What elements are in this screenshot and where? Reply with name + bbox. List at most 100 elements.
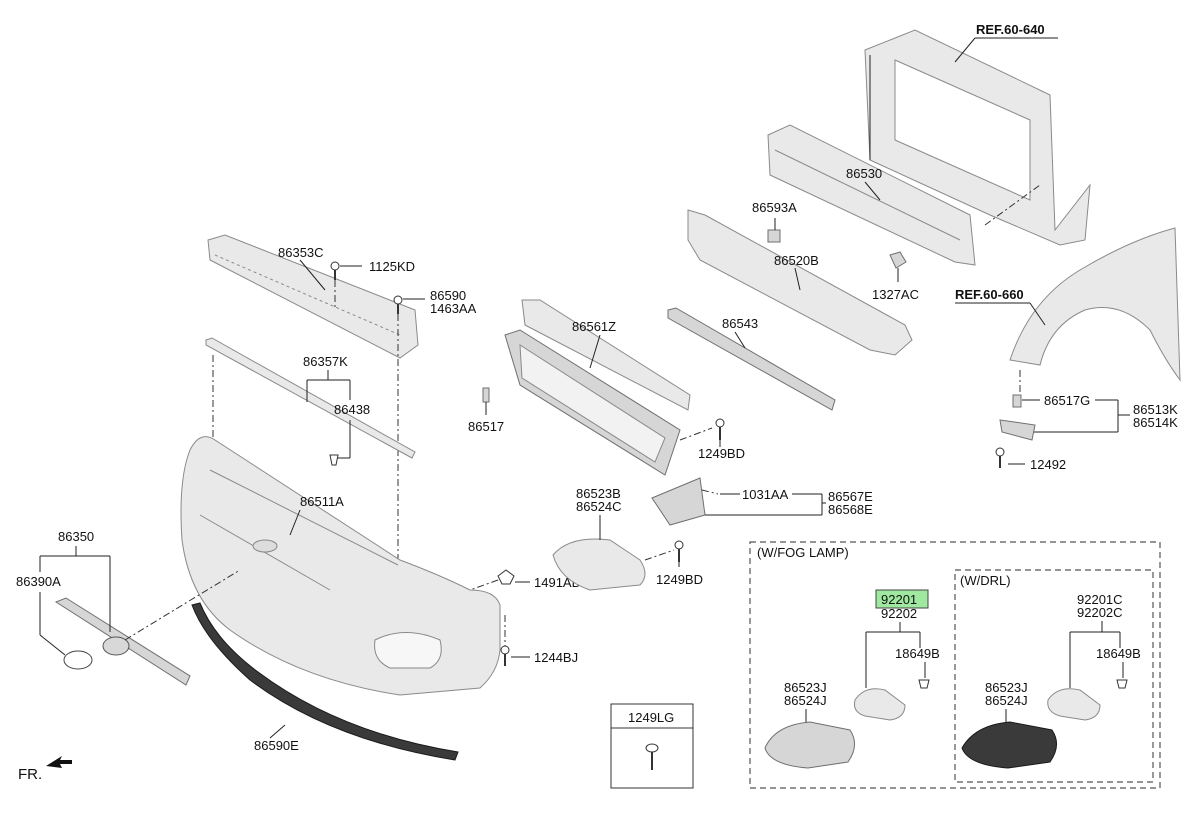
label-86353c: 86353C	[278, 245, 324, 260]
label-86530: 86530	[846, 166, 882, 181]
screw-1249lg-icon	[645, 743, 659, 770]
fender-part	[1009, 227, 1181, 382]
leader-86353c	[299, 259, 326, 291]
label-86523j-b: 86523J	[985, 680, 1028, 695]
front-direction-label: FR.	[18, 766, 42, 783]
label-86520b: 86520B	[774, 253, 819, 268]
radiator-support-part	[864, 29, 1091, 246]
bezel-86523j-b-part	[961, 721, 1057, 769]
clip-86517g-icon	[1012, 394, 1022, 408]
bracket-86513k-part	[999, 419, 1036, 441]
label-86390a: 86390A	[16, 574, 61, 589]
leader-86390a-b	[39, 634, 66, 656]
leader-86530	[864, 181, 881, 201]
label-86438: 86438	[334, 402, 370, 417]
lower-lip-86590e-part	[191, 602, 459, 761]
clip-86517-icon	[482, 387, 490, 403]
label-1031aa: 1031AA	[742, 487, 789, 502]
dash-1031aa	[701, 489, 719, 495]
label-92202c: 92202C	[1077, 605, 1123, 620]
bumper-beam-part	[767, 124, 976, 266]
screw-12492-icon	[995, 447, 1005, 468]
label-86513k: 86513K	[1133, 402, 1178, 417]
leader-86590e	[269, 724, 286, 739]
label-86523b: 86523B	[576, 486, 621, 501]
label-86523j-a: 86523J	[784, 680, 827, 695]
label-86568e: 86568E	[828, 502, 873, 517]
ref-60-660-label: REF.60-660	[955, 287, 1024, 302]
fog-lamp-title: (W/FOG LAMP)	[757, 545, 849, 560]
bolt-86590-icon	[393, 295, 403, 314]
drl-title: (W/DRL)	[960, 573, 1011, 588]
fog-lamp-frame	[749, 541, 1161, 789]
bulb-18649b-b-icon	[1116, 679, 1128, 689]
leader-86511a	[289, 509, 301, 536]
leader-86520b	[794, 267, 801, 291]
label-1249bd-lower: 1249BD	[656, 572, 703, 587]
bolt-1125kd-icon	[330, 261, 340, 280]
label-86590e: 86590E	[254, 738, 299, 753]
label-86524c: 86524C	[576, 499, 622, 514]
label-86524j-a: 86524J	[784, 693, 827, 708]
label-18649b-b: 18649B	[1096, 646, 1141, 661]
clip-86593a-icon	[767, 229, 781, 243]
screw-1244bj-icon	[500, 645, 510, 666]
label-86567e: 86567E	[828, 489, 873, 504]
label-1249lg: 1249LG	[628, 710, 674, 725]
label-86543: 86543	[722, 316, 758, 331]
dash-1249bd-lower	[644, 549, 675, 561]
label-86514k: 86514K	[1133, 415, 1178, 430]
energy-absorber-part	[687, 209, 913, 356]
drl-lamp-92201c-part	[1047, 688, 1101, 721]
upper-cover-86353c-part	[207, 234, 419, 359]
label-18649b-a: 18649B	[895, 646, 940, 661]
clip-86438-icon	[329, 454, 339, 466]
label-86524j-b: 86524J	[985, 693, 1028, 708]
clip-1491ad-icon	[497, 569, 515, 585]
bulb-18649b-a-icon	[918, 679, 930, 689]
label-1249bd-upper: 1249BD	[698, 446, 745, 461]
leader-ref-60660	[1029, 302, 1046, 326]
label-86517: 86517	[468, 419, 504, 434]
ref-60-640-label: REF.60-640	[976, 22, 1045, 37]
screw-1249bd-upper-icon	[715, 418, 725, 440]
label-86517g: 86517G	[1044, 393, 1090, 408]
strip-86543-part	[667, 307, 836, 411]
emblem-86390a-icon	[63, 650, 93, 670]
nut-1327ac-icon	[889, 251, 907, 269]
dash-86530	[984, 184, 1041, 226]
label-12492: 12492	[1030, 457, 1066, 472]
grille-part	[504, 299, 691, 476]
leader-86561z	[589, 334, 601, 369]
screw-1249bd-lower-icon	[674, 540, 684, 562]
label-86511a: 86511A	[300, 494, 344, 509]
highlight-92201[interactable]	[875, 589, 929, 609]
label-92201: 92201	[881, 592, 917, 607]
label-92201c: 92201C	[1077, 592, 1123, 607]
label-92202: 92202	[881, 606, 917, 621]
dash-86561z	[679, 427, 713, 441]
cover-86567e-part	[651, 477, 706, 526]
leader-86543	[734, 331, 746, 349]
label-86593a: 86593A	[752, 200, 797, 215]
label-1463aa: 1463AA	[430, 301, 477, 316]
label-1244bj: 1244BJ	[534, 650, 578, 665]
drl-frame	[954, 569, 1154, 783]
dash-1491ad	[469, 579, 499, 591]
label-86590: 86590	[430, 288, 466, 303]
label-1125kd: 1125KD	[369, 259, 415, 274]
front-arrow-icon	[46, 756, 72, 768]
label-86350: 86350	[58, 529, 94, 544]
bumper-cover-part	[180, 436, 501, 696]
molding-86357k-part	[205, 337, 416, 459]
lamp-bracket-86523b-part	[552, 538, 646, 591]
fog-lamp-92201-part	[854, 688, 906, 721]
label-1327ac: 1327AC	[872, 287, 919, 302]
emblem-on-garnish-icon	[102, 636, 130, 656]
bezel-86523j-a-part	[764, 721, 855, 769]
label-86561z: 86561Z	[572, 319, 616, 334]
leader-ref-60640	[954, 37, 976, 63]
label-86357k: 86357K	[303, 354, 348, 369]
